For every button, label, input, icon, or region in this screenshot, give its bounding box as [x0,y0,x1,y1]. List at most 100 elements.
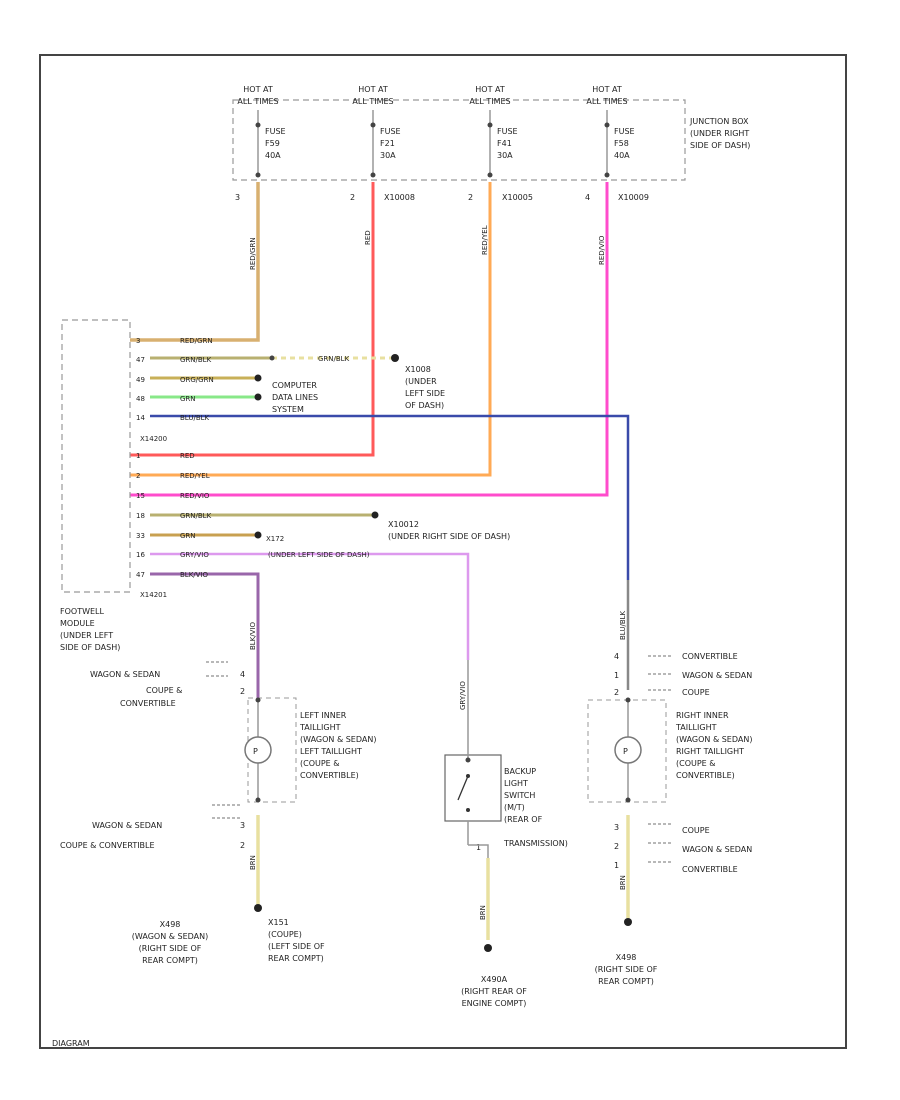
right-tail-terminal-top [625,697,631,703]
svg-text:(RIGHT REAR OF: (RIGHT REAR OF [461,987,527,996]
svg-text:47: 47 [136,571,145,579]
svg-text:(WAGON & SEDAN): (WAGON & SEDAN) [676,735,752,744]
svg-text:COUPE & CONVERTIBLE: COUPE & CONVERTIBLE [60,841,155,850]
right-tail-bottom-options: COUPE WAGON & SEDAN CONVERTIBLE [682,826,752,874]
page-label: DIAGRAM [52,1039,90,1048]
label-under-left-dash: (UNDER LEFT SIDE OF DASH) [268,551,370,559]
right-tail-top-options: CONVERTIBLE WAGON & SEDAN COUPE [682,652,752,697]
svg-text:TAILLIGHT: TAILLIGHT [299,723,341,732]
svg-text:REAR COMPT): REAR COMPT) [268,954,324,963]
left-taillight-label: LEFT INNER TAILLIGHT (WAGON & SEDAN) LEF… [299,711,376,780]
svg-text:HOT AT: HOT AT [592,85,622,94]
svg-text:LEFT TAILLIGHT: LEFT TAILLIGHT [300,747,362,756]
fuse-f21: FUSE F21 30A 2 X10008 [350,110,415,202]
svg-text:X498: X498 [616,953,637,962]
svg-text:JUNCTION BOX: JUNCTION BOX [689,117,749,126]
svg-text:GRY/VIO: GRY/VIO [180,551,209,559]
svg-text:2: 2 [240,841,245,850]
svg-text:1: 1 [614,861,619,870]
svg-text:COUPE &: COUPE & [146,686,182,695]
label-x172: X172 [266,535,284,543]
svg-text:14: 14 [136,414,145,422]
svg-text:GRN/BLK: GRN/BLK [180,356,212,364]
svg-text:SYSTEM: SYSTEM [272,405,304,414]
ground-x10012 [371,511,379,519]
svg-text:1: 1 [136,452,140,460]
svg-text:REAR COMPT): REAR COMPT) [142,956,198,965]
svg-text:(RIGHT SIDE OF: (RIGHT SIDE OF [595,965,658,974]
connector-x14200: X14200 [140,435,167,443]
svg-text:COMPUTER: COMPUTER [272,381,317,390]
svg-text:COUPE: COUPE [682,688,710,697]
svg-text:3: 3 [240,821,245,830]
svg-text:2: 2 [136,472,140,480]
ground-x1008 [391,354,399,362]
svg-text:FUSE: FUSE [380,127,401,136]
svg-text:X10008: X10008 [384,193,415,202]
left-tail-terminal-top [255,697,261,703]
module-pin-numbers: 3 47 49 48 14 1 2 15 18 33 16 47 [136,337,145,579]
svg-text:16: 16 [136,551,145,559]
svg-text:(UNDER: (UNDER [405,377,437,386]
svg-text:OF DASH): OF DASH) [405,401,444,410]
wire-red-grn [130,182,260,342]
svg-text:COUPE: COUPE [682,826,710,835]
svg-text:GRN/BLK: GRN/BLK [180,512,212,520]
svg-text:1: 1 [614,671,619,680]
wire-blk-vio [150,572,260,700]
label-wire-red-grn: RED/GRN [249,237,257,270]
splice-grn-blk [269,355,275,361]
svg-text:GRN: GRN [180,395,196,403]
junction-box-label: JUNCTION BOX (UNDER RIGHT SIDE OF DASH) [689,117,750,150]
label-wire-red: RED [364,230,372,245]
svg-text:2: 2 [240,687,245,696]
right-tail-top-pins: 4 1 2 [614,652,619,697]
svg-text:33: 33 [136,532,145,540]
svg-text:REAR COMPT): REAR COMPT) [598,977,654,986]
label-computer-data-lines: COMPUTER DATA LINES SYSTEM [272,381,318,414]
right-tail-bottom-pins: 3 2 1 [614,823,619,870]
right-ground-label: X498 (RIGHT SIDE OF REAR COMPT) [595,953,658,986]
svg-text:HOT AT: HOT AT [475,85,505,94]
terminal-grn [254,393,262,401]
backup-switch-box [444,754,502,822]
svg-text:2: 2 [468,193,473,202]
svg-text:DATA LINES: DATA LINES [272,393,318,402]
svg-text:RIGHT TAILLIGHT: RIGHT TAILLIGHT [676,747,744,756]
svg-text:49: 49 [136,376,145,384]
wire-gry-vio [150,552,470,660]
svg-text:ORG/GRN: ORG/GRN [180,376,214,384]
junction-box-outline [232,99,686,181]
right-tail-terminal-bottom [625,797,631,803]
svg-text:FOOTWELL: FOOTWELL [60,607,105,616]
svg-text:LEFT INNER: LEFT INNER [300,711,347,720]
svg-text:X498: X498 [160,920,181,929]
label-x10012: X10012 (UNDER RIGHT SIDE OF DASH) [388,520,510,541]
diagram-frame [39,54,847,1049]
label-left-wire-top: BLK/VIO [249,621,257,650]
svg-text:X10005: X10005 [502,193,533,202]
svg-text:ALL TIMES: ALL TIMES [237,97,278,106]
svg-text:HOT AT: HOT AT [243,85,273,94]
svg-text:4: 4 [614,652,619,661]
label-wire-red-yel: RED/YEL [481,225,489,255]
wire-red-yel [130,182,492,477]
svg-text:(WAGON & SEDAN): (WAGON & SEDAN) [300,735,376,744]
svg-text:(UNDER RIGHT SIDE OF DASH): (UNDER RIGHT SIDE OF DASH) [388,532,510,541]
footwell-module-outline [61,319,131,593]
svg-text:(COUPE): (COUPE) [268,930,302,939]
svg-text:40A: 40A [614,151,630,160]
wire-blu-blk [150,414,630,580]
svg-text:(UNDER LEFT: (UNDER LEFT [60,631,113,640]
svg-text:FUSE: FUSE [265,127,286,136]
wire-red [130,182,375,457]
svg-text:RIGHT INNER: RIGHT INNER [676,711,729,720]
svg-text:LIGHT: LIGHT [504,779,528,788]
svg-text:18: 18 [136,512,145,520]
svg-text:X10009: X10009 [618,193,649,202]
svg-text:X1008: X1008 [405,365,431,374]
svg-text:(UNDER RIGHT: (UNDER RIGHT [690,129,749,138]
svg-text:TRANSMISSION): TRANSMISSION) [503,839,568,848]
